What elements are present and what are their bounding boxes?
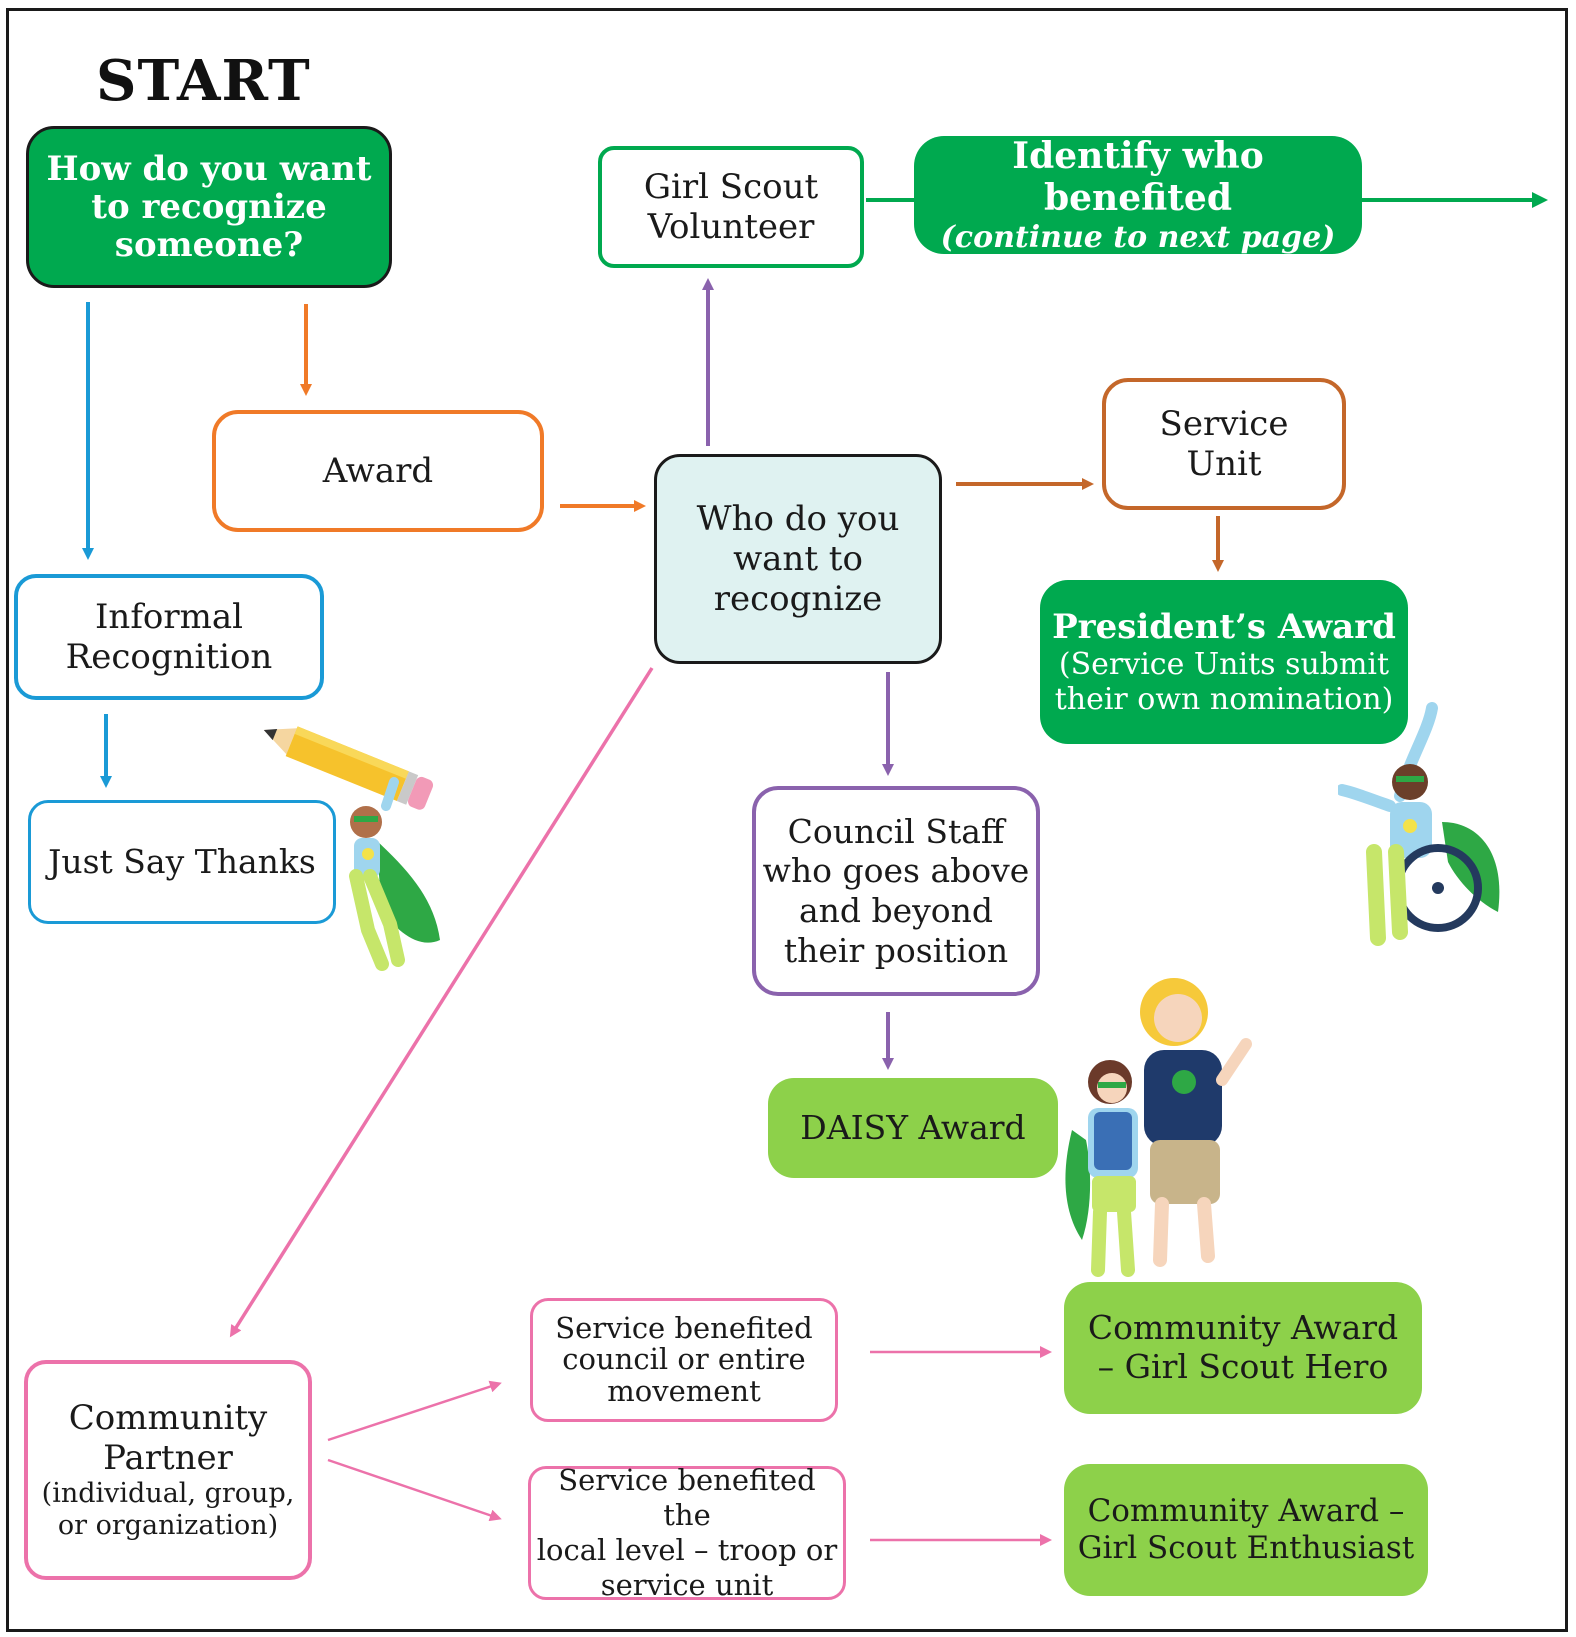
node-who-recognize: Who do you want to recognize (654, 454, 942, 664)
node-girl-scout-hero: Community Award – Girl Scout Hero (1064, 1282, 1422, 1414)
node-award: Award (212, 410, 544, 532)
pencil-hero-illustration (263, 726, 440, 971)
node-informal-recognition: Informal Recognition (14, 574, 324, 700)
informal-line-1: Informal (94, 596, 244, 637)
node-just-say-thanks: Just Say Thanks (28, 800, 336, 924)
node-girl-scout-volunteer: Girl Scout Volunteer (598, 146, 864, 268)
start-title: START (96, 48, 311, 114)
arrow-partner-to-council (327, 1380, 502, 1442)
how-line-3: someone? (114, 225, 304, 266)
leader-and-girl-illustration (1065, 978, 1252, 1277)
partner-sub-2: or organization) (57, 1510, 279, 1542)
node-identify-who-benefited: Identify who benefited (continue to next… (914, 134, 1362, 255)
svc-local-line-2: local level – troop or (536, 1533, 838, 1567)
svc-council-line-1: Service benefited (555, 1311, 813, 1346)
enthusiast-line-1: Community Award – (1087, 1493, 1405, 1530)
identify-subtitle: (continue to next page) (940, 219, 1336, 255)
svc-council-line-3: movement (607, 1373, 761, 1408)
how-line-2: to recognize (91, 186, 327, 227)
node-girl-scout-enthusiast: Community Award – Girl Scout Enthusiast (1064, 1464, 1428, 1596)
node-service-unit: Service Unit (1102, 378, 1346, 510)
identify-title: Identify who benefited (1012, 134, 1264, 220)
svc-local-line-1: Service benefited the (558, 1463, 816, 1533)
staff-line-3: and beyond (798, 891, 994, 930)
partner-line-2: Partner (103, 1438, 233, 1479)
node-service-council: Service benefited council or entire move… (530, 1298, 838, 1422)
staff-line-1: Council Staff (787, 811, 1005, 851)
presidents-title: President’s Award (1052, 606, 1396, 647)
service-unit-line-1: Service (1159, 403, 1289, 444)
volunteer-line-2: Volunteer (647, 207, 815, 247)
partner-sub-1: (individual, group, (41, 1478, 295, 1510)
wheelchair-hero-illustration (1338, 702, 1500, 946)
enthusiast-line-2: Girl Scout Enthusiast (1077, 1530, 1415, 1566)
informal-line-2: Recognition (65, 637, 273, 677)
node-how-recognize: How do you want to recognize someone? (26, 126, 392, 288)
how-line-1: How do you want (46, 148, 372, 189)
node-community-partner: Community Partner (individual, group, or… (24, 1360, 312, 1580)
thanks-label: Just Say Thanks (48, 841, 316, 881)
svc-council-line-2: council or entire (562, 1342, 806, 1377)
node-council-staff: Council Staff who goes above and beyond … (752, 786, 1040, 996)
volunteer-line-1: Girl Scout (643, 166, 819, 207)
who-line-3: recognize (713, 579, 883, 620)
daisy-label: DAISY Award (800, 1107, 1026, 1147)
node-service-local: Service benefited the local level – troo… (528, 1463, 846, 1602)
who-line-1: Who do you (696, 498, 900, 539)
svc-local-line-3: service unit (600, 1567, 774, 1602)
arrow-who-to-partner (229, 667, 654, 1338)
service-unit-line-2: Unit (1186, 444, 1262, 484)
partner-line-1: Community (68, 1398, 268, 1439)
node-presidents-award: President’s Award (Service Units submit … (1040, 580, 1408, 744)
node-daisy-award: DAISY Award (768, 1078, 1058, 1178)
hero-line-2: – Girl Scout Hero (1097, 1347, 1389, 1386)
arrow-partner-to-local (327, 1458, 502, 1522)
staff-line-4: their position (783, 930, 1009, 970)
who-line-2: want to (733, 538, 863, 579)
presidents-line-1: (Service Units submit (1058, 646, 1390, 682)
presidents-line-2: their own nomination) (1054, 682, 1394, 718)
award-label: Award (322, 450, 434, 491)
hero-line-1: Community Award (1087, 1308, 1399, 1348)
staff-line-2: who goes above (762, 851, 1030, 891)
page-frame (6, 8, 1568, 1632)
